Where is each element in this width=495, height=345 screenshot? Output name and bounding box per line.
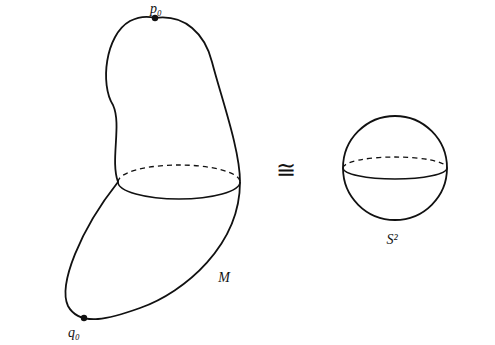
surface-outline	[66, 17, 240, 319]
point-label: p₀	[150, 2, 162, 16]
sphere-equator-front	[343, 168, 447, 179]
surface-label: M	[218, 271, 230, 285]
relation-symbol: ≅	[276, 158, 296, 182]
point-dot	[81, 315, 87, 321]
surface-equator-front	[118, 182, 240, 199]
surface-equator-back	[118, 165, 240, 182]
sphere-equator-back	[343, 157, 447, 168]
sphere-outline	[343, 116, 447, 220]
point-label: q₀	[68, 326, 80, 340]
sphere-label: S²	[386, 233, 397, 247]
